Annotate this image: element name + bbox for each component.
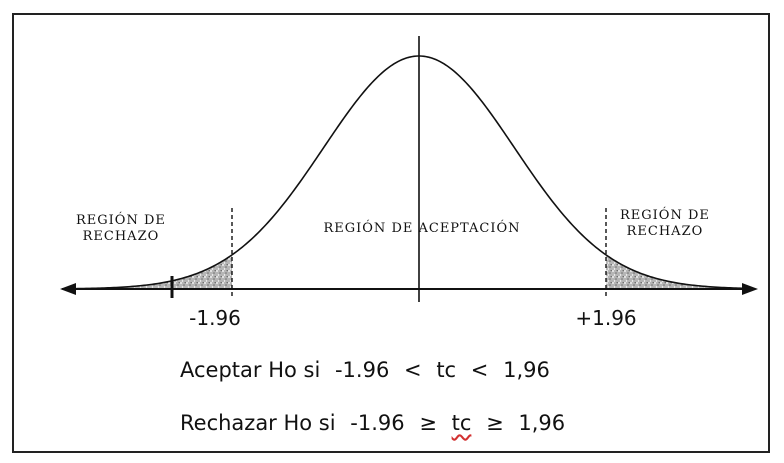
accept-rule: Aceptar Ho si -1.96 < tc < 1,96 [180,358,550,382]
reject-rule-upper: 1,96 [518,411,566,435]
right-rejection-line-1: REGIÓN DE [620,208,710,223]
upper-critical-value: +1.96 [575,306,637,330]
reject-rule-stat: tc [451,411,472,435]
right-rejection-label: REGIÓN DE RECHAZO [620,208,710,240]
reject-rule-lower: -1.96 [350,411,405,435]
reject-rule-prefix: Rechazar Ho si [180,411,336,435]
accept-rule-prefix: Aceptar Ho si [180,358,321,382]
axis-arrow-left-icon [60,283,76,295]
left-rejection-shade [62,254,232,289]
acceptance-label: REGIÓN DE ACEPTACIÓN [323,221,521,236]
accept-rule-lower: -1.96 [334,358,390,382]
axis-arrow-right-icon [742,283,758,295]
accept-rule-stat: tc [436,358,457,382]
diagram-frame [12,13,770,453]
accept-rule-op1: < [404,358,422,382]
right-rejection-line-2: RECHAZO [626,224,704,239]
reject-rule-op2: ≥ [486,411,504,435]
reject-rule-op1: ≥ [419,411,437,435]
left-rejection-line-2: RECHAZO [82,229,160,244]
lower-critical-value: -1.96 [189,306,241,330]
left-rejection-line-1: REGIÓN DE [76,213,166,228]
accept-rule-op2: < [470,358,489,382]
right-rejection-shade [606,254,752,289]
accept-rule-upper: 1,96 [503,358,550,382]
reject-rule: Rechazar Ho si -1.96 ≥ tc ≥ 1,96 [180,411,565,435]
normal-curve [61,55,753,290]
left-rejection-label: REGIÓN DE RECHAZO [76,213,166,245]
